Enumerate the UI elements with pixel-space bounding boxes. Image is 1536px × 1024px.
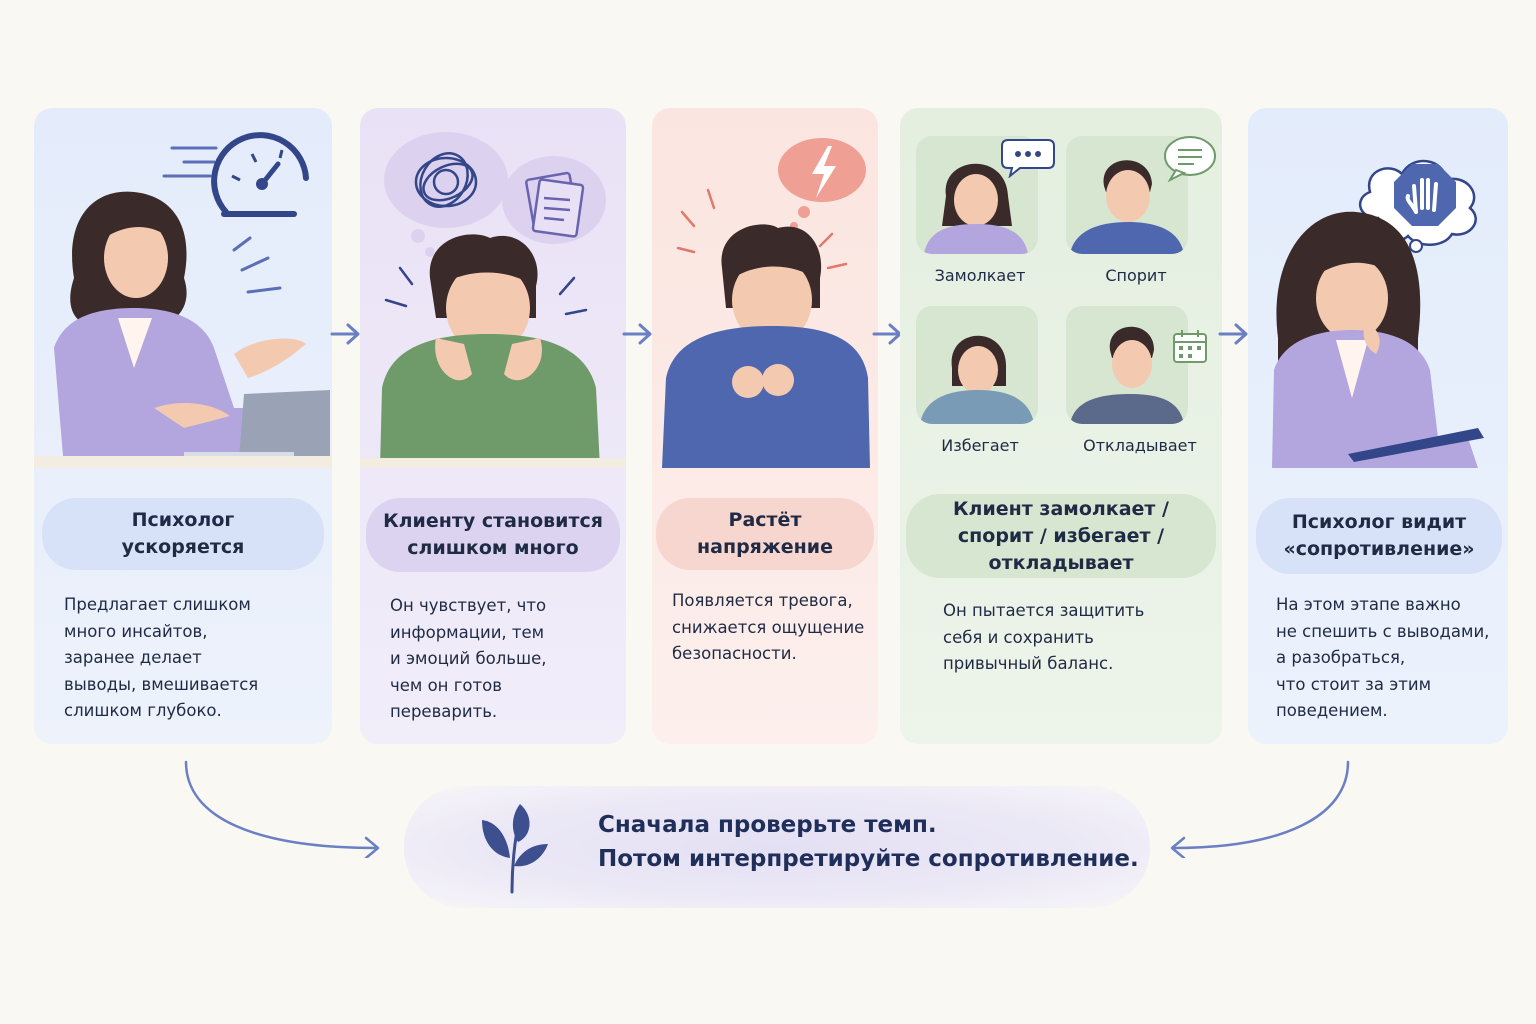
step-card-1: Психолог ускоряется Предлагает слишком м… bbox=[34, 108, 332, 744]
speedometer-icon bbox=[211, 132, 309, 217]
conclusion-line-1: Сначала проверьте темп. bbox=[598, 812, 937, 838]
reaction-argue-image bbox=[1066, 136, 1188, 254]
step-3-title: Растёт напряжение bbox=[656, 498, 874, 570]
reaction-silent-image bbox=[916, 136, 1038, 254]
flow-arrow-4 bbox=[1218, 323, 1248, 345]
step-3-description: Появляется тревога, снижается ощущение б… bbox=[672, 591, 865, 663]
reaction-avoid-image bbox=[916, 306, 1038, 424]
leaf-icon bbox=[482, 804, 548, 894]
reaction-postpone-image bbox=[1066, 306, 1188, 424]
step-5-title: Психолог видит «сопротивление» bbox=[1256, 498, 1502, 574]
step-5-description: На этом этапе важно не спешить с выводам… bbox=[1276, 595, 1490, 720]
reaction-label-argue: Спорит bbox=[1105, 266, 1167, 285]
conclusion-text: Сначала проверьте темп. Потом интерпрети… bbox=[598, 808, 1139, 876]
flow-arrow-1 bbox=[330, 323, 360, 345]
psychologist-thinking-illustration bbox=[1272, 159, 1484, 468]
flow-arrow-2 bbox=[622, 323, 652, 345]
calendar-icon bbox=[1173, 330, 1207, 363]
tension-client-illustration bbox=[662, 138, 870, 468]
step-card-3: Растёт напряжение Появляется тревога, сн… bbox=[652, 108, 878, 744]
psychologist-speeding-illustration bbox=[34, 132, 332, 468]
step-2-description: Он чувствует, что информации, тем и эмоц… bbox=[390, 596, 547, 721]
step-4-title: Клиент замолкает / спорит / избегает / о… bbox=[906, 494, 1216, 578]
tangle-icon bbox=[414, 152, 478, 208]
reaction-label-avoid: Избегает bbox=[941, 436, 1019, 455]
step-card-5: Психолог видит «сопротивление» На этом э… bbox=[1248, 108, 1508, 744]
step-card-2: Клиенту становится слишком много Он чувс… bbox=[360, 108, 626, 744]
step-4-description: Он пытается защитить себя и сохранить пр… bbox=[943, 601, 1145, 673]
overwhelmed-client-illustration bbox=[360, 132, 626, 468]
conclusion-line-2: Потом интерпретируйте сопротивление. bbox=[598, 846, 1139, 872]
stop-hand-icon bbox=[1394, 164, 1456, 226]
conclusion-banner bbox=[404, 786, 1150, 908]
lightning-icon bbox=[812, 146, 836, 198]
speech-dots-icon bbox=[1001, 139, 1055, 178]
documents-icon bbox=[525, 171, 585, 238]
speech-lines-icon bbox=[1164, 136, 1216, 182]
reaction-label-silent: Замолкает bbox=[934, 266, 1026, 285]
step-1-description: Предлагает слишком много инсайтов, заран… bbox=[64, 595, 259, 720]
step-1-title: Психолог ускоряется bbox=[42, 498, 324, 570]
step-2-title: Клиенту становится слишком много bbox=[366, 498, 620, 572]
step-card-4: Замолкает Спорит Избегает bbox=[900, 108, 1222, 744]
curved-arrow-left bbox=[184, 760, 380, 858]
curved-arrow-right bbox=[1170, 760, 1350, 858]
reaction-label-postpone: Откладывает bbox=[1083, 436, 1197, 455]
